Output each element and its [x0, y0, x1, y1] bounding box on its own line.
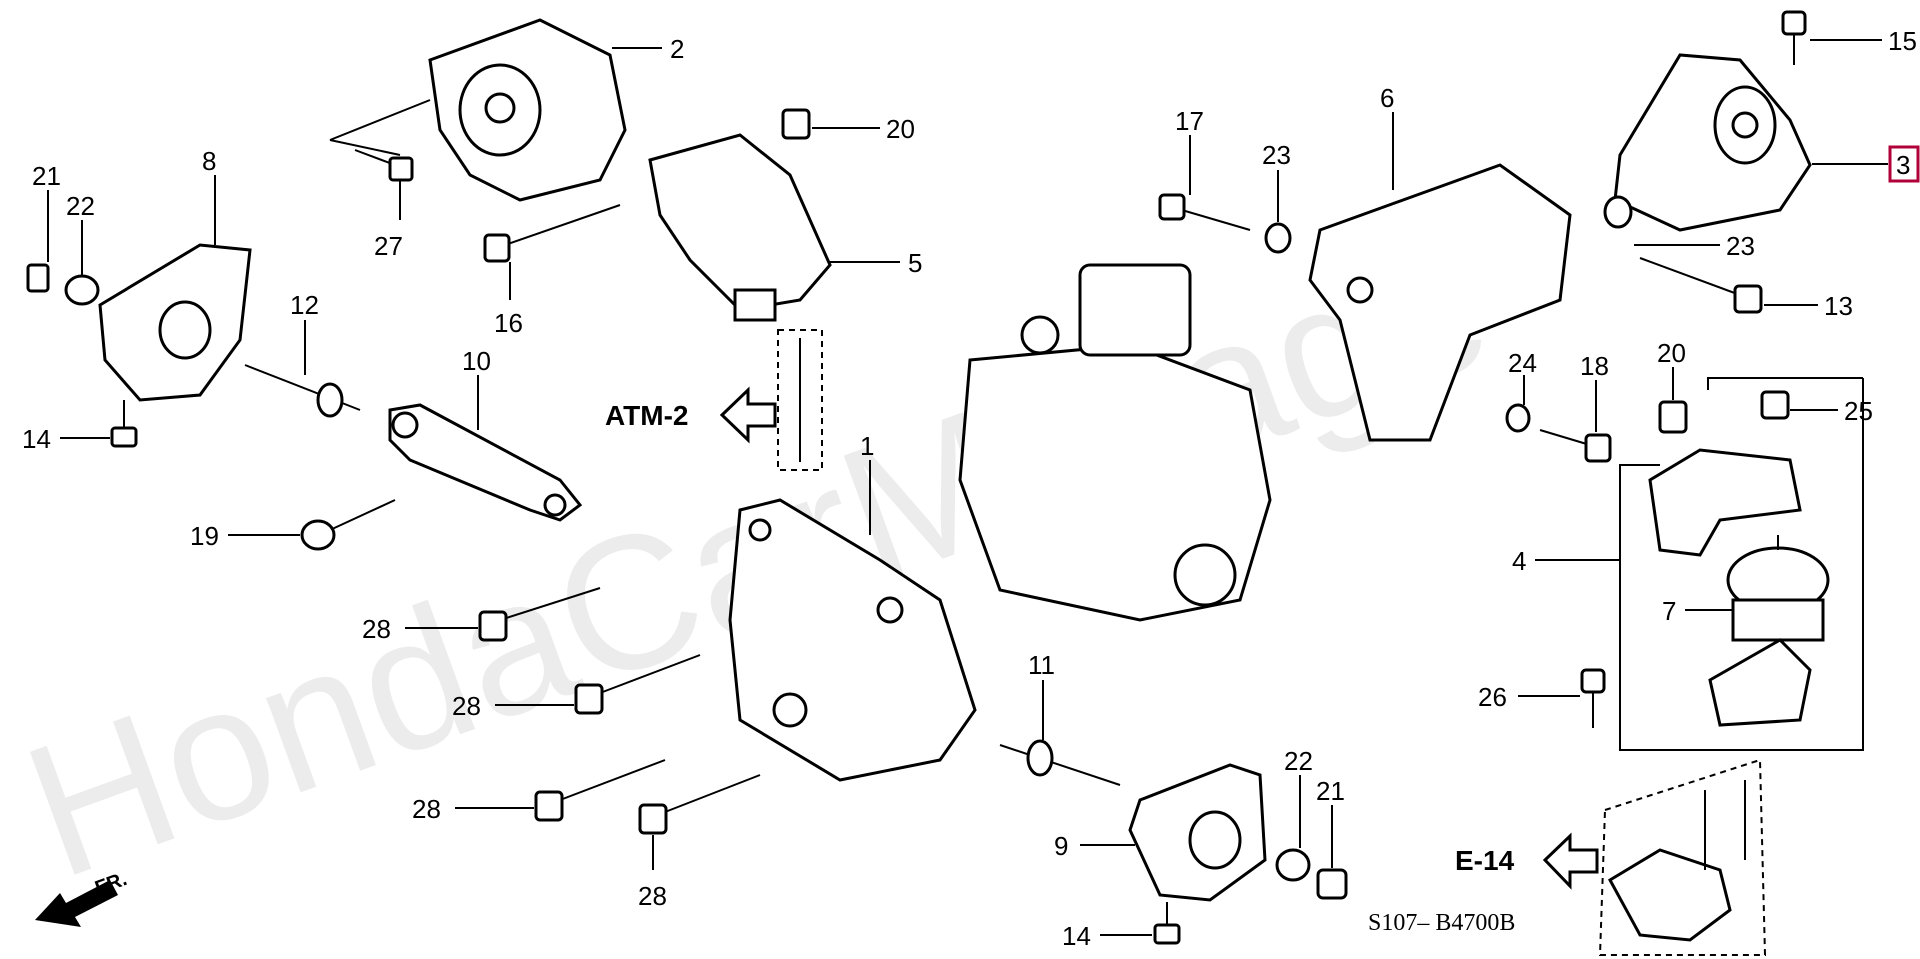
engine-block: [958, 263, 1272, 622]
atm-2-reference[interactable]: ATM-2: [605, 400, 688, 431]
bolt-14-left[interactable]: [110, 400, 138, 448]
part-9-mount[interactable]: [1128, 763, 1267, 902]
washer-24[interactable]: [1505, 403, 1531, 433]
bolt-28-b[interactable]: [574, 654, 701, 715]
bolt-21-bottom[interactable]: [1316, 868, 1348, 900]
bolt-28-a[interactable]: [478, 587, 601, 642]
callout-3-highlight-box: [1888, 145, 1920, 183]
part-8-mount[interactable]: [98, 243, 252, 402]
callout-10[interactable]: 10: [462, 346, 491, 376]
callout-9[interactable]: 9: [1054, 831, 1068, 861]
bolt-18[interactable]: [1539, 429, 1612, 463]
callout-20-top[interactable]: 20: [886, 114, 915, 144]
callout-14-bottom[interactable]: 14: [1062, 921, 1091, 951]
atm-2-arrow-icon: [719, 386, 777, 444]
bolt-28-c[interactable]: [534, 759, 666, 822]
part-3-mount[interactable]: [1613, 53, 1812, 232]
nut-20-right[interactable]: [1658, 400, 1688, 434]
callout-19[interactable]: 19: [190, 521, 219, 551]
callout-8[interactable]: 8: [202, 146, 216, 176]
part-4-group-frame: [1619, 377, 1864, 751]
callout-25[interactable]: 25: [1844, 396, 1873, 426]
bolt-15[interactable]: [1781, 10, 1807, 65]
washer-23-left[interactable]: [1264, 222, 1292, 254]
bolt-17[interactable]: [1158, 193, 1251, 231]
washer-23-right[interactable]: [1603, 195, 1633, 229]
stud-detail-box: [777, 329, 823, 471]
callout-23-right[interactable]: 23: [1726, 231, 1755, 261]
washer-22-left[interactable]: [64, 274, 100, 306]
nut-20-top[interactable]: [781, 108, 811, 140]
callout-20-right[interactable]: 20: [1657, 338, 1686, 368]
bolt-14-bottom[interactable]: [1153, 902, 1181, 945]
drawing-code: S107– B4700B: [1368, 910, 1515, 936]
callout-28-a[interactable]: 28: [362, 614, 391, 644]
callout-21-bottom[interactable]: 21: [1316, 776, 1345, 806]
washer-22-bottom[interactable]: [1275, 848, 1311, 882]
callout-24[interactable]: 24: [1508, 348, 1537, 378]
part-6-bracket[interactable]: [1308, 163, 1572, 442]
callout-11[interactable]: 11: [1028, 650, 1055, 680]
bolt-19[interactable]: [300, 499, 396, 551]
e-14-detail-box: [1598, 758, 1767, 956]
front-arrow-icon: [35, 880, 118, 927]
callout-23-left[interactable]: 23: [1262, 140, 1291, 170]
part-2-mount[interactable]: [428, 18, 627, 202]
callout-5[interactable]: 5: [908, 248, 922, 278]
callout-13[interactable]: 13: [1824, 291, 1853, 321]
callout-26[interactable]: 26: [1478, 682, 1507, 712]
bolt-21-left[interactable]: [26, 263, 50, 293]
e-14-arrow-icon: [1542, 832, 1599, 890]
callout-22-bottom[interactable]: 22: [1284, 746, 1313, 776]
bolt-13[interactable]: [1639, 257, 1763, 314]
callout-4[interactable]: 4: [1512, 546, 1526, 576]
bolt-26[interactable]: [1580, 668, 1606, 728]
callout-15[interactable]: 15: [1888, 26, 1917, 56]
bolt-28-d[interactable]: [638, 774, 761, 835]
callout-18[interactable]: 18: [1580, 351, 1609, 381]
part-4-bracket[interactable]: [1648, 448, 1802, 557]
callout-12[interactable]: 12: [290, 290, 319, 320]
part-10-rod[interactable]: [388, 403, 583, 522]
part-5-bracket[interactable]: [648, 133, 832, 322]
callout-28-d[interactable]: 28: [638, 881, 667, 911]
bolt-11[interactable]: [999, 739, 1121, 786]
bolt-27[interactable]: [354, 149, 414, 182]
callout-17[interactable]: 17: [1175, 106, 1204, 136]
callout-28-b[interactable]: 28: [452, 691, 481, 721]
callout-21-left[interactable]: 21: [32, 161, 61, 191]
callout-1[interactable]: 1: [860, 431, 874, 461]
callout-3[interactable]: 3: [1896, 150, 1910, 180]
callout-14-left[interactable]: 14: [22, 424, 51, 454]
e-14-reference[interactable]: E-14: [1455, 845, 1515, 876]
part-7-mount[interactable]: [1708, 535, 1830, 727]
callout-6[interactable]: 6: [1380, 83, 1394, 113]
bolt-16[interactable]: [483, 204, 621, 263]
nut-25[interactable]: [1760, 390, 1790, 420]
bolt-12[interactable]: [244, 364, 361, 418]
callout-16[interactable]: 16: [494, 308, 523, 338]
callout-2[interactable]: 2: [670, 34, 684, 64]
callout-22-left[interactable]: 22: [66, 191, 95, 221]
callout-7[interactable]: 7: [1662, 596, 1676, 626]
part-1-bracket[interactable]: [728, 498, 977, 782]
callout-28-c[interactable]: 28: [412, 794, 441, 824]
e-14-bracket[interactable]: [1607, 780, 1746, 942]
callout-27[interactable]: 27: [374, 231, 403, 261]
